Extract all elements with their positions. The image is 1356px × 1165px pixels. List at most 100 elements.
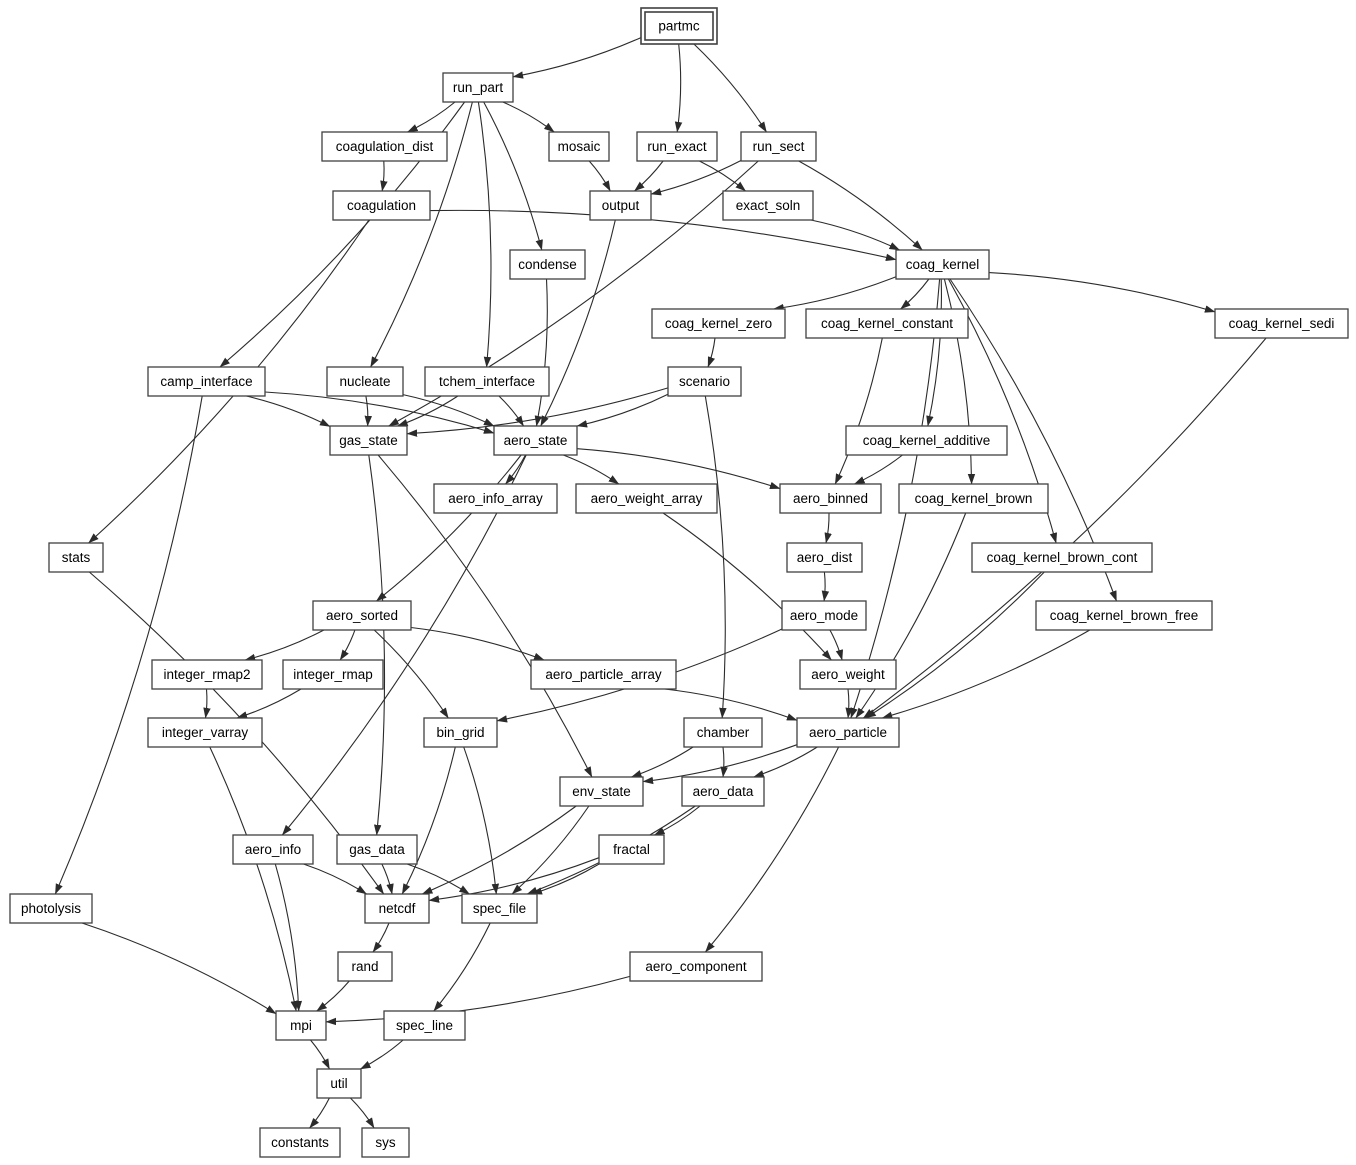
node-box-aero_component[interactable] (629, 951, 763, 982)
node-coag_kernel_brown_cont[interactable]: coag_kernel_brown_cont (971, 542, 1153, 573)
node-aero_weight_array[interactable]: aero_weight_array (575, 483, 718, 514)
node-aero_particle[interactable]: aero_particle (796, 717, 900, 748)
node-env_state[interactable]: env_state (559, 776, 644, 807)
node-camp_interface[interactable]: camp_interface (147, 366, 266, 397)
node-box-coag_kernel_constant[interactable] (805, 308, 969, 339)
node-coag_kernel_sedi[interactable]: coag_kernel_sedi (1214, 308, 1349, 339)
node-box-mosaic[interactable] (548, 131, 610, 162)
node-box-coag_kernel_sedi[interactable] (1214, 308, 1349, 339)
node-chamber[interactable]: chamber (683, 717, 763, 748)
node-box-run_part[interactable] (442, 72, 514, 103)
node-aero_mode[interactable]: aero_mode (781, 600, 867, 631)
node-box-bin_grid[interactable] (423, 717, 498, 748)
node-coag_kernel_brown_free[interactable]: coag_kernel_brown_free (1035, 600, 1213, 631)
node-box-sys[interactable] (361, 1127, 410, 1158)
node-box-spec_line[interactable] (383, 1010, 466, 1041)
node-box-coag_kernel_additive[interactable] (845, 425, 1008, 456)
node-integer_rmap2[interactable]: integer_rmap2 (151, 659, 263, 690)
node-exact_soln[interactable]: exact_soln (722, 190, 814, 221)
node-fractal[interactable]: fractal (598, 834, 665, 865)
node-box-run_exact[interactable] (636, 131, 718, 162)
node-box-integer_rmap2[interactable] (151, 659, 263, 690)
node-sys[interactable]: sys (361, 1127, 410, 1158)
node-run_sect[interactable]: run_sect (740, 131, 817, 162)
node-spec_line[interactable]: spec_line (383, 1010, 466, 1041)
node-coag_kernel_additive[interactable]: coag_kernel_additive (845, 425, 1008, 456)
node-photolysis[interactable]: photolysis (9, 893, 93, 924)
node-box-tchem_interface[interactable] (424, 366, 550, 397)
node-coag_kernel[interactable]: coag_kernel (895, 249, 990, 280)
node-util[interactable]: util (316, 1068, 362, 1099)
node-spec_file[interactable]: spec_file (461, 893, 538, 924)
node-box-integer_rmap[interactable] (282, 659, 384, 690)
node-box-aero_binned[interactable] (779, 483, 882, 514)
node-aero_info[interactable]: aero_info (232, 834, 314, 865)
node-box-coag_kernel_brown_cont[interactable] (971, 542, 1153, 573)
node-bin_grid[interactable]: bin_grid (423, 717, 498, 748)
node-aero_weight[interactable]: aero_weight (799, 659, 897, 690)
node-box-util[interactable] (316, 1068, 362, 1099)
node-mpi[interactable]: mpi (275, 1010, 327, 1041)
node-aero_data[interactable]: aero_data (681, 776, 765, 807)
node-aero_particle_array[interactable]: aero_particle_array (530, 659, 677, 690)
node-gas_state[interactable]: gas_state (329, 425, 408, 456)
node-aero_info_array[interactable]: aero_info_array (433, 483, 558, 514)
node-box-aero_weight[interactable] (799, 659, 897, 690)
node-gas_data[interactable]: gas_data (336, 834, 418, 865)
node-condense[interactable]: condense (509, 249, 586, 280)
node-box-output[interactable] (589, 190, 652, 221)
node-box-aero_particle[interactable] (796, 717, 900, 748)
node-box-coag_kernel[interactable] (895, 249, 990, 280)
node-box-aero_sorted[interactable] (312, 600, 412, 631)
node-box-scenario[interactable] (667, 366, 742, 397)
node-box-aero_info_array[interactable] (433, 483, 558, 514)
node-integer_varray[interactable]: integer_varray (147, 717, 263, 748)
node-box-coag_kernel_brown[interactable] (898, 483, 1049, 514)
node-constants[interactable]: constants (259, 1127, 341, 1158)
node-box-gas_state[interactable] (329, 425, 408, 456)
node-box-spec_file[interactable] (461, 893, 538, 924)
node-box-aero_dist[interactable] (786, 542, 863, 573)
node-tchem_interface[interactable]: tchem_interface (424, 366, 550, 397)
node-box-aero_weight_array[interactable] (575, 483, 718, 514)
node-box-fractal[interactable] (598, 834, 665, 865)
node-box-exact_soln[interactable] (722, 190, 814, 221)
node-box-integer_varray[interactable] (147, 717, 263, 748)
node-box-aero_state[interactable] (493, 425, 578, 456)
node-box-gas_data[interactable] (336, 834, 418, 865)
node-integer_rmap[interactable]: integer_rmap (282, 659, 384, 690)
node-coag_kernel_constant[interactable]: coag_kernel_constant (805, 308, 969, 339)
node-partmc[interactable]: partmc (640, 7, 718, 45)
node-stats[interactable]: stats (48, 542, 104, 573)
node-box-chamber[interactable] (683, 717, 763, 748)
node-scenario[interactable]: scenario (667, 366, 742, 397)
node-run_exact[interactable]: run_exact (636, 131, 718, 162)
node-box-aero_info[interactable] (232, 834, 314, 865)
node-box-rand[interactable] (337, 951, 393, 982)
node-box-run_sect[interactable] (740, 131, 817, 162)
node-aero_state[interactable]: aero_state (493, 425, 578, 456)
node-aero_component[interactable]: aero_component (629, 951, 763, 982)
node-box-coagulation_dist[interactable] (321, 131, 448, 162)
node-coagulation_dist[interactable]: coagulation_dist (321, 131, 448, 162)
node-netcdf[interactable]: netcdf (364, 893, 430, 924)
node-box-nucleate[interactable] (326, 366, 404, 397)
node-box-aero_particle_array[interactable] (530, 659, 677, 690)
node-box-camp_interface[interactable] (147, 366, 266, 397)
node-mosaic[interactable]: mosaic (548, 131, 610, 162)
node-box-aero_data[interactable] (681, 776, 765, 807)
node-box-constants[interactable] (259, 1127, 341, 1158)
node-box-condense[interactable] (509, 249, 586, 280)
node-aero_dist[interactable]: aero_dist (786, 542, 863, 573)
node-box-netcdf[interactable] (364, 893, 430, 924)
node-box-coag_kernel_brown_free[interactable] (1035, 600, 1213, 631)
node-box-coagulation[interactable] (332, 190, 431, 221)
node-box-mpi[interactable] (275, 1010, 327, 1041)
node-aero_binned[interactable]: aero_binned (779, 483, 882, 514)
node-box-stats[interactable] (48, 542, 104, 573)
node-rand[interactable]: rand (337, 951, 393, 982)
node-aero_sorted[interactable]: aero_sorted (312, 600, 412, 631)
node-box-coag_kernel_zero[interactable] (651, 308, 786, 339)
node-run_part[interactable]: run_part (442, 72, 514, 103)
node-box-photolysis[interactable] (9, 893, 93, 924)
